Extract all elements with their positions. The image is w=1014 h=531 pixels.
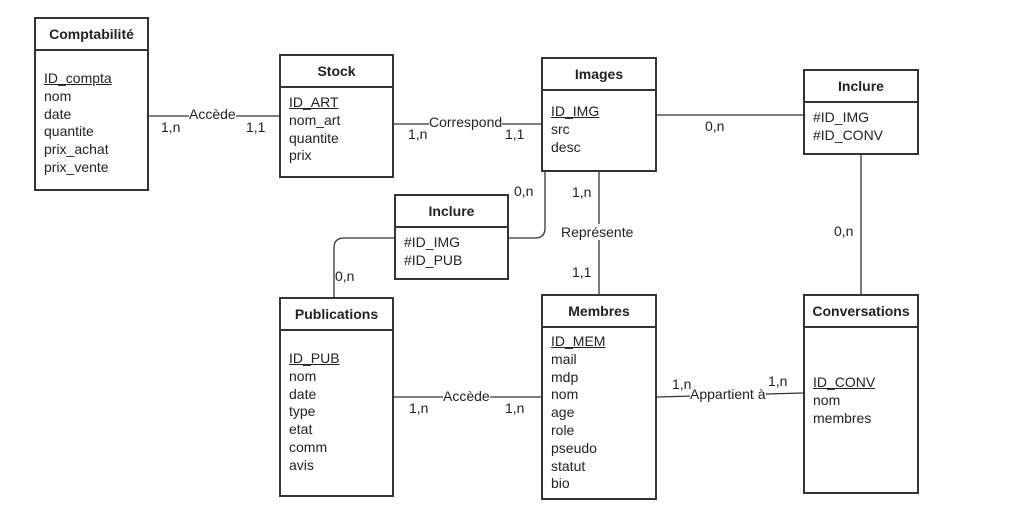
- attribute: membres: [813, 409, 872, 426]
- entity-inclure-conv: Inclure #ID_IMG #ID_CONV: [803, 69, 919, 155]
- attribute: avis: [289, 456, 314, 473]
- relation-label-appartient: Appartient à: [690, 386, 766, 402]
- entity-title: Conversations: [805, 296, 917, 328]
- cardinality: 1,n: [161, 119, 181, 135]
- attribute-foreign-key: #ID_PUB: [404, 251, 463, 268]
- link-inclure-pub-publications: [333, 237, 394, 298]
- entity-title: Comptabilité: [36, 19, 147, 51]
- entity-title: Stock: [281, 56, 392, 88]
- cardinality: 1,n: [672, 376, 692, 392]
- attribute: nom: [44, 87, 72, 104]
- cardinality: 1,n: [408, 126, 428, 142]
- entity-title: Inclure: [396, 196, 507, 228]
- attribute: nom: [551, 386, 579, 403]
- cardinality: 1,1: [572, 264, 592, 280]
- attribute: nom: [813, 391, 841, 408]
- attribute-primary-key: ID_PUB: [289, 350, 340, 366]
- attribute-primary-key: ID_IMG: [551, 103, 600, 119]
- cardinality: 1,n: [768, 373, 788, 389]
- attribute: age: [551, 404, 575, 421]
- entity-title: Publications: [281, 299, 392, 331]
- attribute-list: ID_CONV nom membres: [805, 328, 917, 427]
- entity-title: Images: [543, 59, 655, 91]
- attribute: bio: [551, 475, 570, 492]
- attribute: role: [551, 421, 575, 438]
- attribute: comm: [289, 438, 328, 455]
- attribute: date: [44, 105, 72, 122]
- attribute-list: ID_ART nom_art quantite prix: [281, 88, 392, 165]
- attribute: pseudo: [551, 439, 597, 456]
- attribute: mail: [551, 350, 577, 367]
- entity-stock: Stock ID_ART nom_art quantite prix: [279, 54, 394, 178]
- attribute: etat: [289, 421, 313, 438]
- attribute-primary-key: ID_CONV: [813, 374, 876, 390]
- attribute-primary-key: ID_compta: [44, 70, 112, 86]
- cardinality: 0,n: [705, 118, 725, 134]
- cardinality: 1,n: [572, 184, 592, 200]
- attribute-primary-key: ID_MEM: [551, 333, 606, 349]
- attribute-foreign-key: #ID_IMG: [813, 109, 870, 125]
- attribute: nom_art: [289, 111, 341, 128]
- attribute-foreign-key: #ID_CONV: [813, 126, 884, 143]
- entity-images: Images ID_IMG src desc: [541, 57, 657, 172]
- attribute-list: ID_PUB nom date type etat comm avis: [281, 331, 392, 475]
- attribute: statut: [551, 457, 586, 474]
- cardinality: 1,1: [505, 126, 525, 142]
- relation-label-represente: Représente: [561, 224, 634, 240]
- relation-label-accede-stock: Accède: [189, 106, 236, 122]
- entity-inclure-pub: Inclure #ID_IMG #ID_PUB: [394, 194, 509, 280]
- entity-conversations: Conversations ID_CONV nom membres: [803, 294, 919, 494]
- entity-publications: Publications ID_PUB nom date type etat c…: [279, 297, 394, 497]
- attribute-list: ID_MEM mail mdp nom age role pseudo stat…: [543, 328, 655, 493]
- attribute: date: [289, 385, 317, 402]
- attribute-list: #ID_IMG #ID_CONV: [805, 103, 917, 145]
- entity-comptabilite: Comptabilité ID_compta nom date quantite…: [34, 17, 149, 191]
- attribute-list: #ID_IMG #ID_PUB: [396, 228, 507, 270]
- entity-title: Membres: [543, 296, 655, 328]
- entity-title: Inclure: [805, 71, 917, 103]
- attribute-list: ID_compta nom date quantite prix_achat p…: [36, 51, 147, 177]
- attribute: src: [551, 120, 570, 137]
- relation-label-correspond: Correspond: [429, 114, 503, 130]
- cardinality: 0,n: [335, 268, 355, 284]
- entity-membres: Membres ID_MEM mail mdp nom age role pse…: [541, 294, 657, 500]
- cardinality: 1,1: [246, 119, 266, 135]
- cardinality: 0,n: [514, 183, 534, 199]
- attribute-primary-key: ID_ART: [289, 94, 339, 110]
- attribute: quantite: [289, 129, 339, 146]
- attribute: mdp: [551, 368, 579, 385]
- attribute: nom: [289, 367, 317, 384]
- cardinality: 1,n: [409, 400, 429, 416]
- cardinality: 1,n: [505, 400, 525, 416]
- attribute: prix_vente: [44, 158, 109, 175]
- attribute: prix: [289, 147, 312, 164]
- relation-label-accede-pub: Accède: [443, 388, 490, 404]
- attribute-foreign-key: #ID_IMG: [404, 234, 461, 250]
- cardinality: 0,n: [834, 223, 854, 239]
- link-images-inclure-pub: [509, 172, 546, 239]
- attribute: type: [289, 403, 316, 420]
- attribute-list: ID_IMG src desc: [543, 91, 655, 156]
- attribute: prix_achat: [44, 141, 109, 158]
- attribute: desc: [551, 138, 581, 155]
- attribute: quantite: [44, 123, 94, 140]
